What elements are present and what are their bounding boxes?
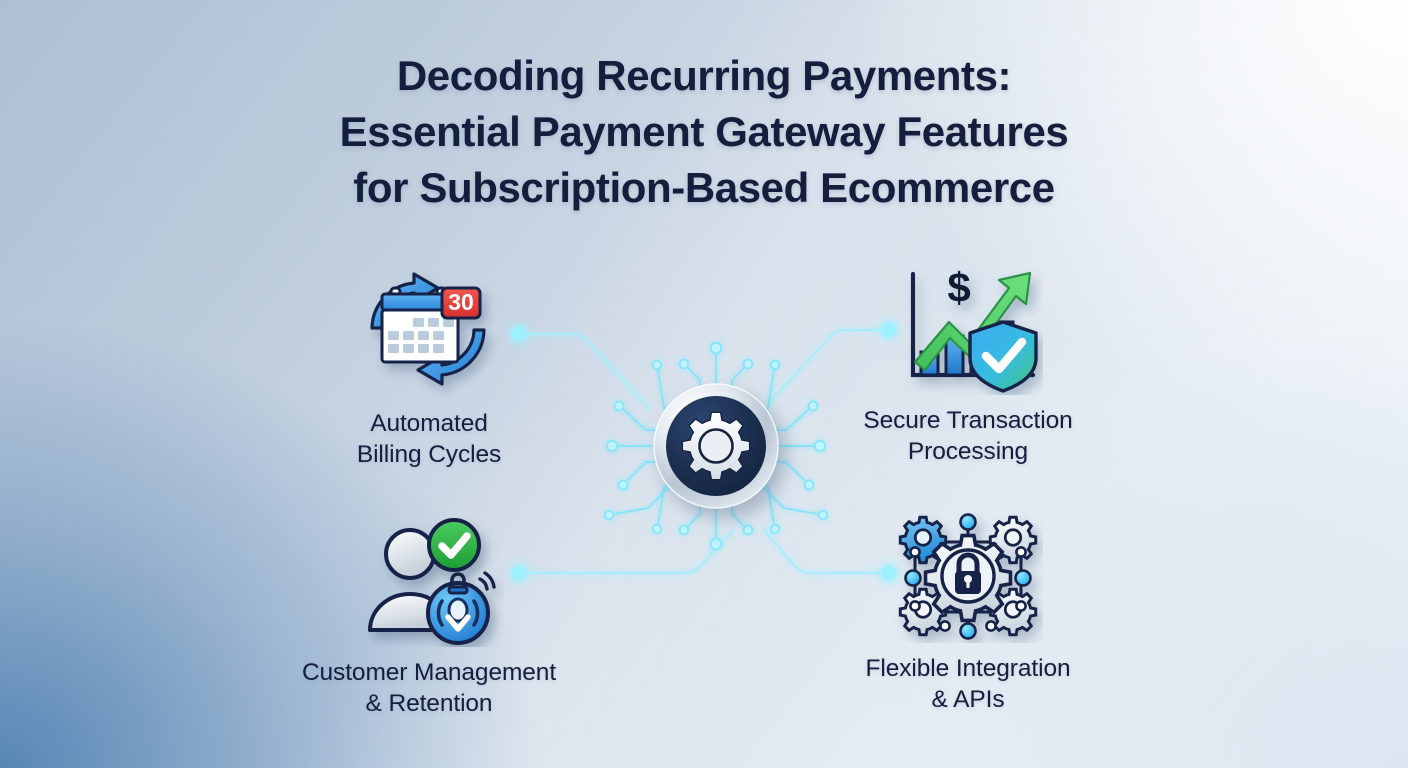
shield-check-icon [968,320,1038,393]
calendar-badge [440,286,482,320]
page-title-line-2: Essential Payment Gateway Features [339,108,1069,155]
dollar-sign-icon: $ [947,264,970,311]
feature-secure-icon-wrap: $ [818,260,1118,395]
user-check-badge-icon [368,518,496,645]
page-title-line-1: Decoding Recurring Payments: [396,52,1012,99]
feature-flexible[interactable]: Flexible Integration & APIs [818,508,1118,715]
feature-secure-label-line-1: Secure Transaction [863,407,1073,434]
growth-chart-shield-check-icon: $ [910,264,1038,393]
feature-secure[interactable]: $ Secure Transaction Processing [818,260,1118,467]
calendar-recurring-arrows-icon: 30 [370,272,486,386]
gear-top-left-icon [898,515,948,565]
central-gateway-hub[interactable] [588,318,844,574]
feature-billing-icon-wrap: 30 [279,263,579,398]
feature-billing-label-line-2: Billing Cycles [356,441,502,468]
feature-customer-label: Customer Management & Retention [279,657,579,719]
feature-flexible-label-line-1: Flexible Integration [865,655,1071,682]
feature-billing-label: Automated Billing Cycles [279,408,579,470]
page-title-line-3: for Subscription-Based Ecommerce [353,164,1055,211]
calendar-badge-text: 30 [448,289,474,315]
page-title: Decoding Recurring Payments: Essential P… [0,48,1408,216]
feature-customer[interactable]: Customer Management & Retention [279,512,579,719]
recurring-arrow-bottom [416,328,486,386]
feature-secure-label: Secure Transaction Processing [818,405,1118,467]
gear-icon [681,411,751,481]
gears-network-lock-icon [898,513,1038,640]
feature-customer-label-line-1: Customer Management [301,659,557,686]
lock-icon [940,548,996,604]
feature-flexible-icon-wrap [818,508,1118,643]
feature-customer-label-line-2: & Retention [365,690,493,717]
feature-flexible-label-line-2: & APIs [931,686,1005,713]
feature-billing[interactable]: 30 Automated Billing Cycles [279,263,579,470]
growth-arrow-icon [913,271,1032,372]
hub-ring-edge [653,383,779,509]
gear-top-right-icon [988,515,1038,565]
retention-badge-icon [426,571,496,645]
feature-customer-icon-wrap [279,512,579,647]
feature-flexible-label: Flexible Integration & APIs [818,653,1118,715]
calendar-day-cells [388,318,454,353]
feature-secure-label-line-2: Processing [907,438,1029,465]
verified-check-badge-icon [427,518,481,572]
network-nodes [904,513,1032,640]
feature-billing-label-line-1: Automated [370,410,488,437]
